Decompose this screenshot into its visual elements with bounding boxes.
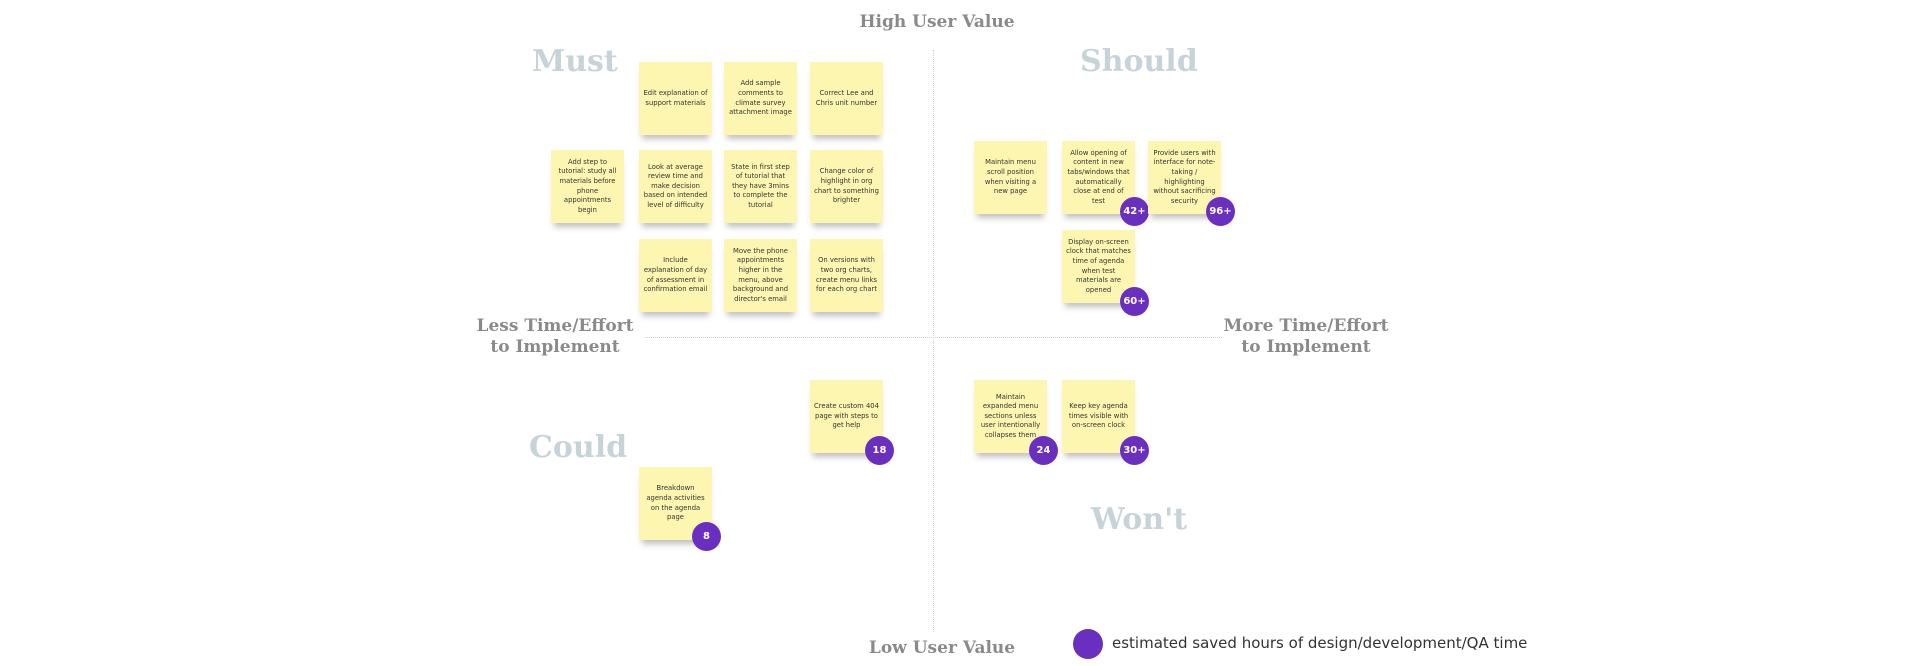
sticky-note[interactable]: Include explanation of day of assessment…	[639, 239, 712, 312]
sticky-note-text: Add sample comments to climate survey at…	[729, 79, 792, 117]
axis-label-left-line2: to Implement	[490, 337, 620, 357]
saved-hours-badge: 8	[692, 522, 721, 551]
sticky-note[interactable]: On versions with two org charts, create …	[810, 239, 883, 312]
sticky-note[interactable]: Move the phone appointments higher in th…	[724, 239, 797, 312]
horizontal-axis-line	[645, 337, 1222, 338]
axis-label-bottom: Low User Value	[868, 638, 1016, 658]
saved-hours-badge: 60+	[1120, 287, 1149, 316]
vertical-axis-line	[933, 50, 934, 632]
sticky-note[interactable]: Add sample comments to climate survey at…	[724, 62, 797, 135]
sticky-note-text: Keep key agenda times visible with on-sc…	[1068, 402, 1129, 430]
sticky-note-text: Edit explanation of support materials	[643, 88, 708, 107]
sticky-note-text: Provide users with interface for note-ta…	[1153, 148, 1216, 205]
legend-text: estimated saved hours of design/developm…	[1112, 634, 1528, 652]
axis-label-top: High User Value	[859, 12, 1015, 32]
sticky-note[interactable]: Maintain menu scroll position when visit…	[974, 141, 1047, 214]
sticky-note-text: Allow opening of content in new tabs/win…	[1067, 148, 1130, 205]
quadrant-label-must: Must	[532, 44, 618, 79]
sticky-note-text: Maintain menu scroll position when visit…	[984, 158, 1037, 196]
saved-hours-badge: 42+	[1120, 197, 1149, 226]
axis-label-left: Less Time/Effort to Implement	[470, 316, 640, 358]
saved-hours-badge: 18	[865, 436, 894, 465]
axis-label-left-line1: Less Time/Effort	[476, 316, 634, 336]
sticky-note[interactable]: Edit explanation of support materials	[639, 62, 712, 135]
sticky-note-text: Look at average review time and make dec…	[643, 162, 708, 209]
saved-hours-badge: 30+	[1120, 436, 1149, 465]
saved-hours-badge: 96+	[1206, 197, 1235, 226]
sticky-note-text: Include explanation of day of assessment…	[643, 256, 708, 294]
sticky-note-text: Create custom 404 page with steps to get…	[814, 402, 879, 430]
sticky-note-text: Add step to tutorial: study all material…	[558, 157, 617, 214]
sticky-note-text: Breakdown agenda activities on the agend…	[646, 484, 705, 522]
sticky-note[interactable]: State in first step of tutorial that the…	[724, 150, 797, 223]
legend-dot-icon	[1073, 629, 1103, 659]
sticky-note-text: On versions with two org charts, create …	[815, 256, 878, 294]
axis-label-right-line1: More Time/Effort	[1223, 316, 1389, 336]
sticky-note[interactable]: Correct Lee and Chris unit number	[810, 62, 883, 135]
sticky-note-text: Change color of highlight in org chart t…	[814, 167, 879, 205]
quadrant-label-should: Should	[1080, 44, 1198, 79]
sticky-note[interactable]: Add step to tutorial: study all material…	[551, 150, 624, 223]
sticky-note-text: Display on-screen clock that matches tim…	[1066, 237, 1131, 294]
saved-hours-badge: 24	[1029, 436, 1058, 465]
quadrant-label-wont: Won't	[1091, 502, 1188, 537]
axis-label-right: More Time/Effort to Implement	[1221, 316, 1391, 358]
sticky-note[interactable]: Allow opening of content in new tabs/win…	[1062, 141, 1135, 214]
quadrant-label-could: Could	[529, 430, 628, 465]
sticky-note-text: Move the phone appointments higher in th…	[732, 246, 789, 303]
sticky-note-text: Correct Lee and Chris unit number	[815, 88, 878, 107]
sticky-note-text: State in first step of tutorial that the…	[731, 162, 790, 209]
axis-label-right-line2: to Implement	[1241, 337, 1371, 357]
sticky-note[interactable]: Look at average review time and make dec…	[639, 150, 712, 223]
sticky-note[interactable]: Change color of highlight in org chart t…	[810, 150, 883, 223]
sticky-note-text: Maintain expanded menu sections unless u…	[980, 392, 1041, 439]
